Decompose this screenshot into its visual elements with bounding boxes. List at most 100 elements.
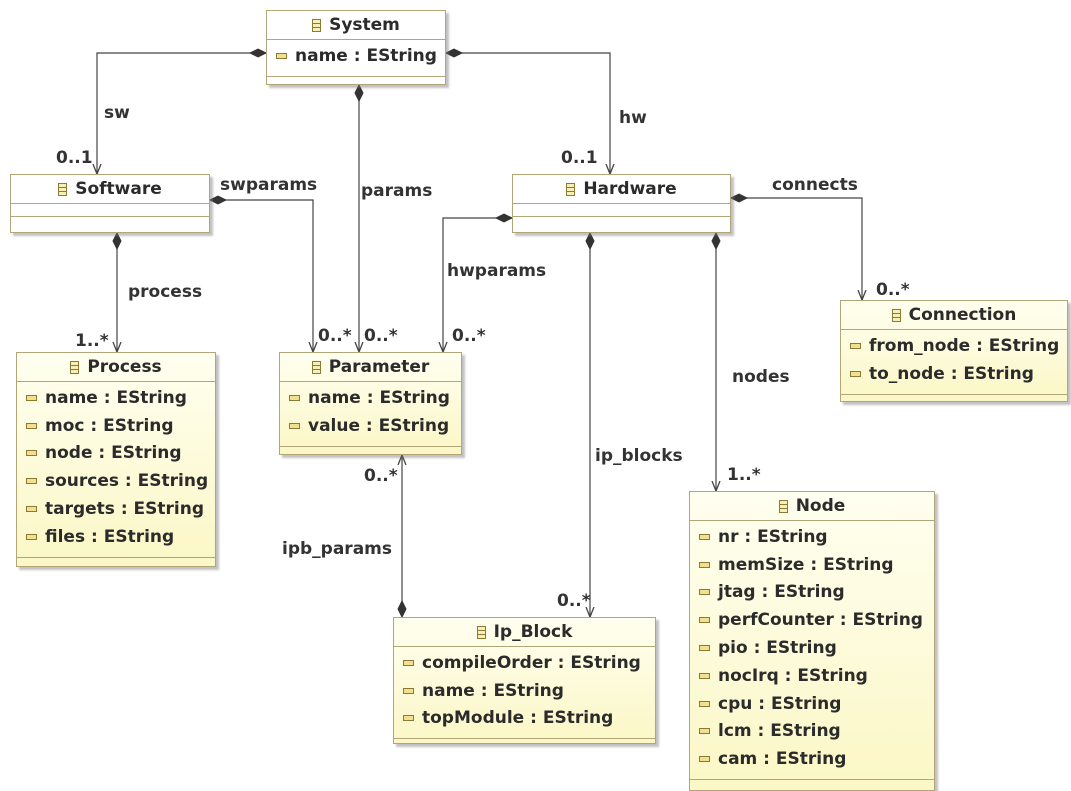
attribute-icon <box>699 728 710 735</box>
attribute-compartment: nr : EString memSize : EString jtag : ES… <box>690 521 934 781</box>
ref-label-process: process <box>128 282 203 302</box>
diamond-sw <box>248 48 268 58</box>
diamond-hw <box>444 48 464 58</box>
attribute-icon <box>289 394 300 401</box>
class-system[interactable]: System name : EString <box>266 10 446 85</box>
class-parameter[interactable]: Parameter name : EString value : EString <box>279 352 462 455</box>
class-icon <box>70 360 80 374</box>
class-name: Node <box>795 496 846 516</box>
attribute-icon <box>403 715 414 722</box>
operation-compartment <box>513 217 730 229</box>
mult-params: 0..* <box>364 326 398 346</box>
mult-connects: 0..* <box>876 280 910 300</box>
attribute-icon <box>699 700 710 707</box>
attribute[interactable]: perfCounter : EString <box>690 606 934 634</box>
attribute[interactable]: moc : EString <box>17 412 215 440</box>
diamond-process <box>112 231 122 251</box>
attribute[interactable]: name : EString <box>280 384 461 412</box>
attribute-icon <box>26 533 37 540</box>
attribute-compartment <box>513 204 730 217</box>
class-hardware[interactable]: Hardware <box>512 174 731 233</box>
diamond-nodes <box>711 231 721 251</box>
attribute[interactable]: nocIrq : EString <box>690 662 934 690</box>
attribute-compartment <box>11 204 209 217</box>
class-software[interactable]: Software <box>10 174 210 233</box>
attribute[interactable]: compileOrder : EString <box>394 649 655 677</box>
attribute-icon <box>403 659 414 666</box>
mult-swparams: 0..* <box>318 326 352 346</box>
wire-connects <box>731 197 862 300</box>
attribute-icon <box>289 422 300 429</box>
attribute-icon <box>699 533 710 540</box>
class-header: Process <box>17 353 215 382</box>
attribute-icon <box>699 589 710 596</box>
attribute[interactable]: nr : EString <box>690 523 934 551</box>
class-name: Process <box>87 357 162 377</box>
ref-label-ipb-params: ipb_params <box>282 539 392 559</box>
attribute[interactable]: jtag : EString <box>690 579 934 607</box>
attribute-icon <box>26 394 37 401</box>
attribute[interactable]: to_node : EString <box>841 360 1067 388</box>
attribute[interactable]: pio : EString <box>690 634 934 662</box>
mult-ipb-params: 0..* <box>364 466 398 486</box>
class-header: Connection <box>841 301 1067 330</box>
class-icon <box>311 360 321 374</box>
diamond-params <box>354 83 364 103</box>
wire-sw <box>97 52 266 174</box>
attribute[interactable]: name : EString <box>394 677 655 705</box>
mult-process: 1..* <box>75 331 109 351</box>
attribute[interactable]: targets : EString <box>17 495 215 523</box>
class-name: System <box>329 15 400 35</box>
attribute[interactable]: topModule : EString <box>394 705 655 733</box>
attribute[interactable]: files : EString <box>17 523 215 551</box>
class-header: System <box>267 11 445 40</box>
operation-compartment <box>17 558 215 570</box>
class-name: Parameter <box>328 357 430 377</box>
ref-label-swparams: swparams <box>220 175 318 195</box>
operation-compartment <box>394 739 655 751</box>
wire-hwparams <box>443 217 512 352</box>
attribute-icon <box>850 370 861 377</box>
attribute[interactable]: cam : EString <box>690 745 934 773</box>
attribute-icon <box>699 645 710 652</box>
operation-compartment <box>11 217 209 229</box>
class-ip-block[interactable]: Ip_Block compileOrder : EString name : E… <box>393 617 656 744</box>
attribute-compartment: from_node : EString to_node : EString <box>841 330 1067 395</box>
class-process[interactable]: Process name : EString moc : EString nod… <box>16 352 216 567</box>
diamond-ip-blocks <box>585 231 595 251</box>
class-icon <box>566 182 576 196</box>
attribute[interactable]: cpu : EString <box>690 690 934 718</box>
attribute-icon <box>699 617 710 624</box>
class-header: Ip_Block <box>394 618 655 647</box>
ref-label-sw: sw <box>104 103 130 123</box>
operation-compartment <box>841 395 1067 407</box>
attribute[interactable]: lcm : EString <box>690 718 934 746</box>
attribute[interactable]: memSize : EString <box>690 551 934 579</box>
attribute[interactable]: name : EString <box>267 42 445 70</box>
attribute-icon <box>26 422 37 429</box>
attribute-compartment: name : EString value : EString <box>280 382 461 447</box>
class-name: Ip_Block <box>493 622 573 642</box>
attribute[interactable]: name : EString <box>17 384 215 412</box>
wire-swparams <box>210 199 313 352</box>
attribute[interactable]: sources : EString <box>17 467 215 495</box>
class-connection[interactable]: Connection from_node : EString to_node :… <box>840 300 1068 402</box>
attribute-icon <box>699 672 710 679</box>
attribute[interactable]: value : EString <box>280 412 461 440</box>
ref-label-params: params <box>361 181 433 201</box>
attribute-icon <box>26 478 37 485</box>
mult-nodes: 1..* <box>727 465 761 485</box>
class-icon <box>778 499 788 513</box>
mult-hw: 0..1 <box>561 148 598 168</box>
diamond-ipb-params <box>397 599 407 619</box>
attribute-compartment: name : EString <box>267 40 445 77</box>
attribute[interactable]: from_node : EString <box>841 332 1067 360</box>
attribute[interactable]: node : EString <box>17 440 215 468</box>
diamond-connects <box>729 193 749 203</box>
ref-label-hw: hw <box>619 108 647 128</box>
class-node[interactable]: Node nr : EString memSize : EString jtag… <box>689 491 935 791</box>
diamond-hwparams <box>494 213 514 223</box>
ref-label-ip-blocks: ip_blocks <box>595 446 683 466</box>
diamond-swparams <box>208 195 228 205</box>
